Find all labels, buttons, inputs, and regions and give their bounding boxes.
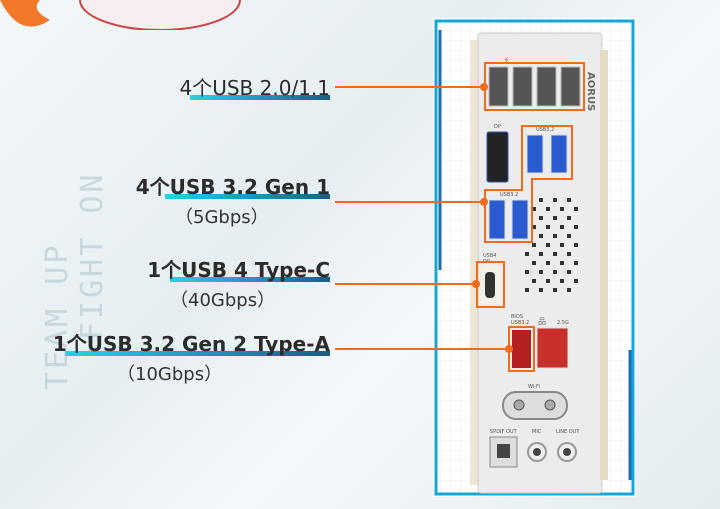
vent-hole xyxy=(546,279,550,283)
vent-hole xyxy=(539,270,543,274)
mascot-illustration xyxy=(0,0,241,30)
usb32-top-label: USB3.2 xyxy=(536,127,554,133)
vent-hole xyxy=(525,270,529,274)
vent-hole xyxy=(532,279,536,283)
mic-label: MIC xyxy=(532,429,542,435)
bios-usb-label: USB3.2 xyxy=(511,320,529,326)
vent-hole xyxy=(546,207,550,211)
vent-holes xyxy=(525,198,578,292)
label-usb4-speed: （40Gbps） xyxy=(170,290,276,311)
vent-hole xyxy=(560,279,564,283)
vent-hole xyxy=(560,225,564,229)
usb32-gen2-port xyxy=(512,330,531,368)
spdif-port xyxy=(489,436,518,468)
vent-hole xyxy=(560,261,564,265)
vent-hole xyxy=(574,261,578,265)
vent-hole xyxy=(574,225,578,229)
usb3-ports xyxy=(488,134,568,240)
usb4-type-c-port xyxy=(485,272,495,298)
vent-hole xyxy=(525,252,529,256)
label-usb2: 4个USB 2.0/1.1 xyxy=(179,76,331,100)
label-usb32-gen2-speed: （10Gbps） xyxy=(117,364,223,385)
vent-hole xyxy=(567,252,571,256)
bios-label: BIOS xyxy=(511,314,523,320)
label-usb2-text: 4个USB 2.0/1.1 xyxy=(179,76,331,100)
vent-hole xyxy=(532,243,536,247)
network-icon: 品 xyxy=(538,317,546,326)
label-usb4-text: 1个USB 4 Type-C xyxy=(147,258,330,282)
vent-hole xyxy=(567,234,571,238)
label-usb3-gen1-text: 4个USB 3.2 Gen 1 xyxy=(135,175,330,199)
usb4-label: USB4 xyxy=(483,253,496,259)
vent-hole xyxy=(574,243,578,247)
vent-hole xyxy=(553,270,557,274)
vent-hole xyxy=(532,207,536,211)
vent-hole xyxy=(539,216,543,220)
vent-hole xyxy=(567,270,571,274)
vent-hole xyxy=(567,198,571,202)
vent-hole xyxy=(560,207,564,211)
vent-hole xyxy=(532,261,536,265)
label-usb32-gen2: 1个USB 3.2 Gen 2 Type-A xyxy=(53,332,330,356)
lineout-label: LINE OUT xyxy=(556,429,580,435)
vent-hole xyxy=(574,279,578,283)
label-usb3-gen1-speed: （5Gbps） xyxy=(175,207,269,228)
vent-hole xyxy=(546,243,550,247)
vent-hole xyxy=(574,207,578,211)
usb2-ports xyxy=(488,66,581,107)
vent-hole xyxy=(546,225,550,229)
vent-hole xyxy=(567,216,571,220)
usb-symbol-icon: ⭍ xyxy=(504,56,509,64)
vent-hole xyxy=(553,252,557,256)
vent-hole xyxy=(553,216,557,220)
vent-hole xyxy=(539,198,543,202)
vent-hole xyxy=(539,288,543,292)
callout-dots xyxy=(472,83,513,353)
dp-label: DP xyxy=(494,124,501,130)
vent-hole xyxy=(532,225,536,229)
displayport xyxy=(486,131,509,183)
lan-label: 2.5G xyxy=(557,320,569,326)
vent-hole xyxy=(539,252,543,256)
wifi-label: Wi-Fi xyxy=(528,384,540,390)
lan-port xyxy=(536,327,569,369)
vent-hole xyxy=(539,234,543,238)
vent-hole xyxy=(553,288,557,292)
vent-hole xyxy=(553,234,557,238)
vent-hole xyxy=(560,243,564,247)
usb32-bottom-label: USB3.2 xyxy=(500,192,518,198)
label-usb4: 1个USB 4 Type-C xyxy=(147,258,330,282)
vent-hole xyxy=(567,288,571,292)
vent-hole xyxy=(553,198,557,202)
label-usb32-gen2-text: 1个USB 3.2 Gen 2 Type-A xyxy=(52,332,330,356)
highlight-usb3 xyxy=(484,125,573,243)
vent-hole xyxy=(546,261,550,265)
wifi-antenna-connector xyxy=(502,391,568,420)
label-usb3-gen1: 4个USB 3.2 Gen 1 xyxy=(136,175,330,199)
brand-logo: AORUS xyxy=(585,72,596,111)
vent-hole xyxy=(525,288,529,292)
spdif-label: SPDIF OUT xyxy=(490,429,518,435)
